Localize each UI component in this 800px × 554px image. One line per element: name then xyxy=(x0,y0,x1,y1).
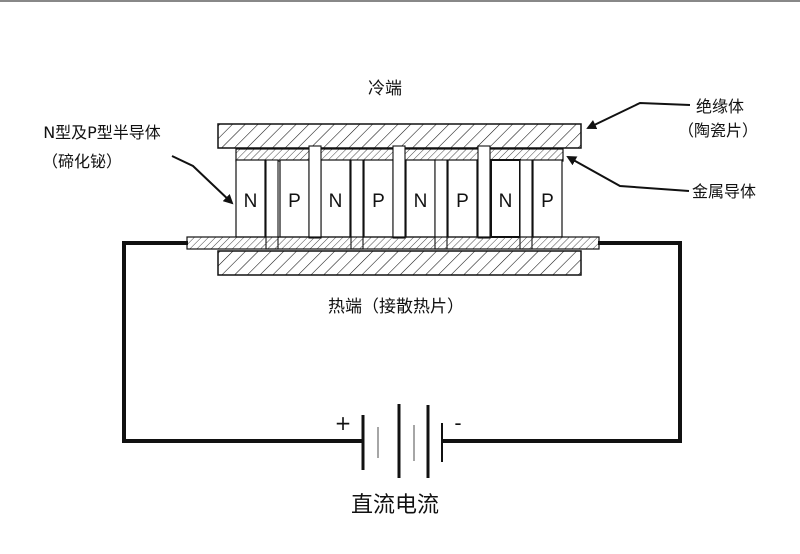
connector-bar xyxy=(519,159,533,250)
cold-end-label: 冷端 xyxy=(368,79,402,99)
connector-bar xyxy=(477,145,491,239)
cell-box xyxy=(235,159,266,238)
connector-bar xyxy=(265,159,279,250)
cell-label: N xyxy=(499,191,513,212)
arrow-semiconductor xyxy=(171,155,234,205)
insulator-label: 绝缘体 xyxy=(696,97,744,116)
cell-label: P xyxy=(541,191,554,212)
semiconductor-sublabel: （碲化铋） xyxy=(42,152,122,171)
cell-label: P xyxy=(288,191,301,212)
circuit-wire-right xyxy=(442,241,682,443)
cell-label: N xyxy=(244,191,258,212)
connector-bar xyxy=(308,145,322,239)
plus-sign: + xyxy=(335,411,352,435)
cell-box xyxy=(447,159,478,238)
semiconductor-label: N型及P型半导体 xyxy=(43,123,161,142)
cell-connectors xyxy=(265,145,533,250)
metal-conductor-label: 金属导体 xyxy=(692,182,756,201)
bottom-ceramic-plate xyxy=(217,250,582,276)
minus-sign: - xyxy=(454,411,461,435)
cell-label: N xyxy=(329,191,343,212)
arrow-metal-conductor xyxy=(566,156,690,192)
cell-label: P xyxy=(372,191,385,212)
top-ceramic-plate xyxy=(217,123,582,149)
bottom-metal-strip xyxy=(186,236,600,250)
connector-bar xyxy=(434,159,448,250)
arrow-insulator xyxy=(586,101,691,130)
circuit-wire-left xyxy=(122,241,363,443)
cell-box xyxy=(532,159,563,238)
dc-current-label: 直流电流 xyxy=(351,493,439,518)
connector-bar xyxy=(350,159,364,250)
connector-bar xyxy=(392,145,406,239)
cell-box xyxy=(320,159,351,238)
cell-box xyxy=(363,159,394,238)
insulator-sublabel: （陶瓷片） xyxy=(678,121,758,140)
cell-label: P xyxy=(456,191,469,212)
hot-end-label: 热端（接散热片） xyxy=(328,297,464,317)
cell-label: N xyxy=(414,191,428,212)
battery-symbol xyxy=(361,404,443,478)
